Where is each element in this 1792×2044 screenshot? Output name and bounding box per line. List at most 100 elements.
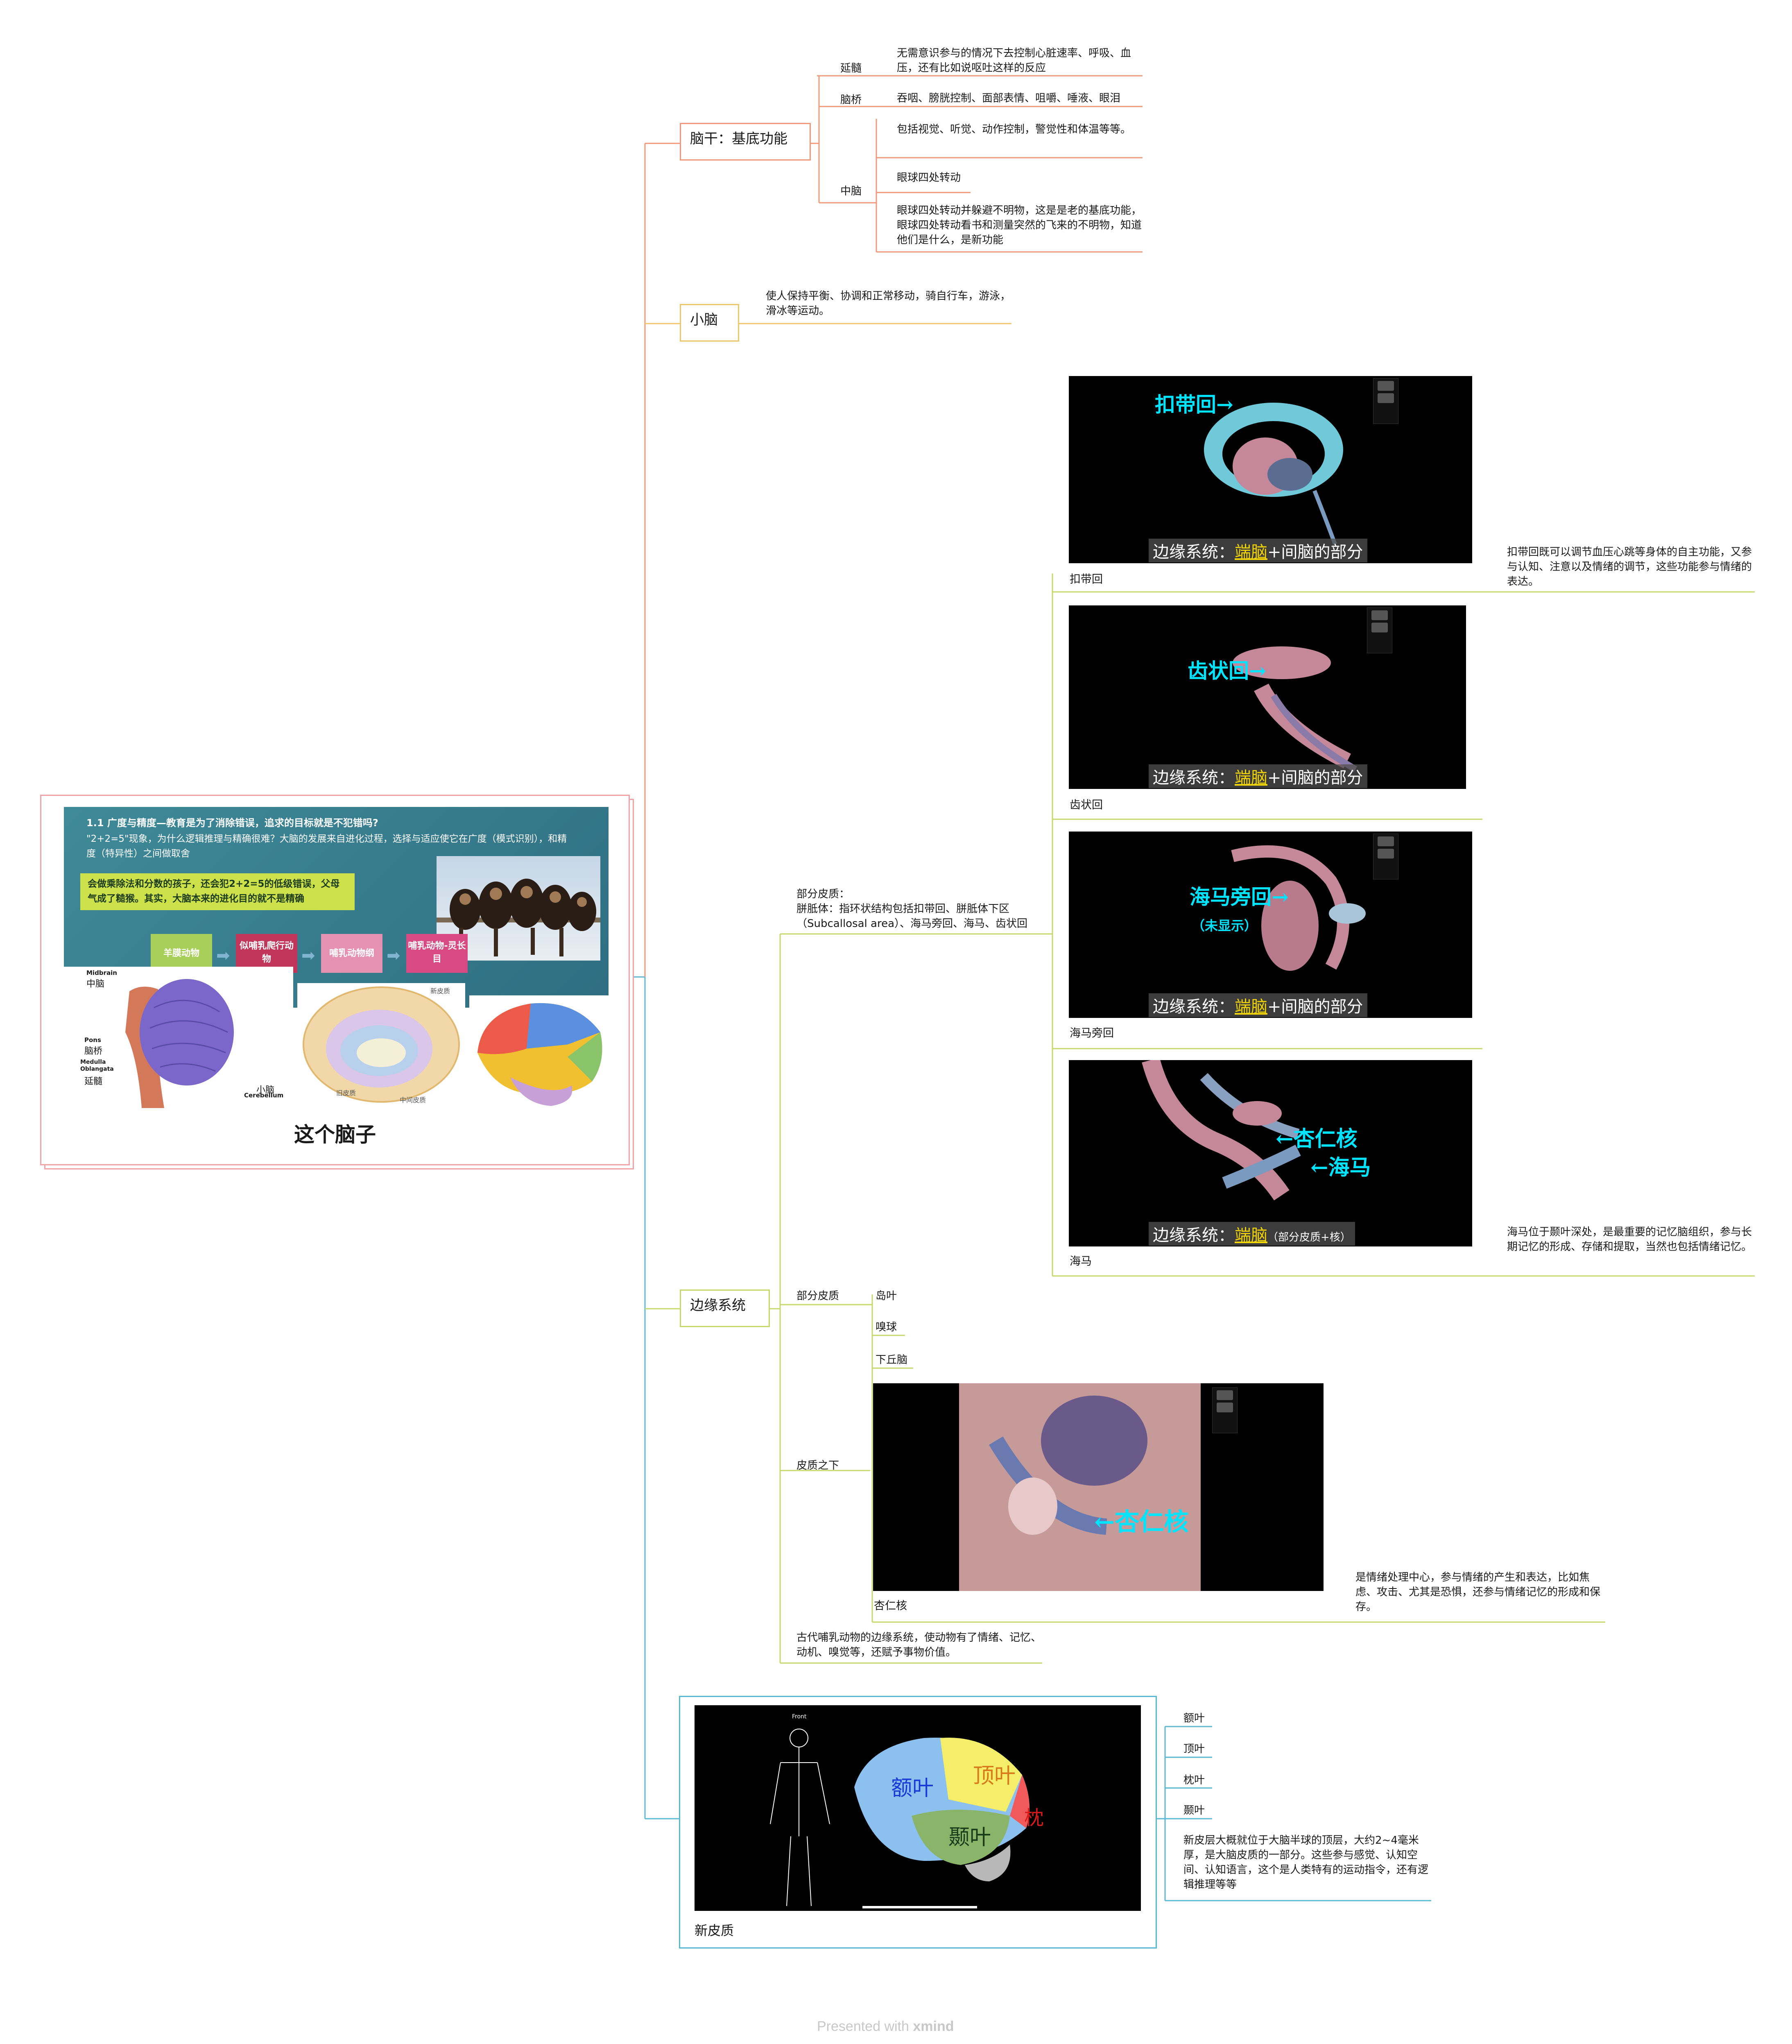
slide-callout-text: 会做乘除法和分数的孩子，还会犯2+2=5的低级错误，父母气成了糙猴。其实，大脑本…	[88, 879, 340, 904]
monkeys-photo	[437, 856, 600, 961]
footer-presented: Presented with xmind	[817, 2019, 954, 2035]
hippocampus-note: 海马位于颞叶深处，是最重要的记忆脑组织，参与长期记忆的形成、存储和提取，当然也包…	[1507, 1226, 1752, 1253]
cingulate-caption: 扣带回	[1070, 573, 1103, 586]
chain-arrow-2: ➡	[301, 946, 315, 965]
parahippocampal-caption: 海马旁回	[1070, 1027, 1114, 1040]
chain-step-3-label: 哺乳动物纲	[329, 948, 374, 959]
parahippocampal-label: 海马旁回→	[1190, 885, 1289, 909]
neocortex-note: 新皮层大概就位于大脑半球的顶层，大约2~4毫米厚，是大脑皮质的一部分。这些参与感…	[1183, 1834, 1429, 1891]
branch-limbic-label: 边缘系统	[690, 1297, 746, 1314]
slide-image: 1.1 广度与精度—教育是为了消除错误，追求的目标就是不犯错吗? "2+2=5"…	[64, 807, 609, 1108]
central-title: 这个脑子	[294, 1123, 376, 1147]
brainstem-midbrain-note-2: 眼球四处转动	[897, 172, 961, 184]
chain-step-4-label: 哺乳动物-灵长目	[408, 941, 466, 964]
occipital-lobe-label: 枕	[1024, 1806, 1044, 1829]
parietal-lobe-label: 顶叶	[973, 1764, 1016, 1788]
amygdala-note: 是情绪处理中心，参与情绪的产生和表达，比如焦虑、攻击、尤其是恐惧，还参与情绪记忆…	[1355, 1571, 1601, 1613]
hippocampus-caption: 海马	[1070, 1255, 1092, 1268]
parahippocampal-panel	[1373, 834, 1398, 879]
limbic-partial-cortex-label[interactable]: 部分皮质	[796, 1290, 839, 1302]
limbic-subcortical-label[interactable]: 皮质之下	[796, 1459, 839, 1472]
brainstem-midbrain[interactable]: 中脑	[840, 185, 862, 197]
amygdala-image[interactable]: ←杏仁核	[873, 1383, 1324, 1591]
branch-cerebellum-label: 小脑	[690, 312, 718, 328]
dentate-caption: 齿状回	[1070, 799, 1103, 811]
brainstem-illustration: Midbrain 中脑 Pons 脑桥 Medulla Oblangata 延髓…	[64, 967, 293, 1108]
dentate-panel	[1367, 607, 1392, 653]
cerebellum-note: 使人保持平衡、协调和正常移动，骑自行车，游泳，滑冰等运动。	[766, 290, 1011, 317]
hippocampus-band: 边缘系统：端脑（部分皮质+核）	[1149, 1222, 1355, 1246]
amygdala-caption: 杏仁核	[874, 1600, 907, 1612]
brainstem-medulla[interactable]: 延髓	[840, 62, 862, 75]
neocortex-child-parietal[interactable]: 顶叶	[1183, 1743, 1205, 1755]
dentate-label: 齿状回→	[1188, 659, 1266, 683]
brainstem-midbrain-note-3: 眼球四处转动并躲避不明物，这是是老的基底功能，眼球四处转动看书和测量突然的飞来的…	[897, 204, 1142, 246]
limbic-hypothalamus[interactable]: 下丘脑	[876, 1354, 908, 1366]
chain-step-2: 似哺乳爬行动物	[236, 934, 297, 973]
cerebellum-label-zh: 小脑	[256, 1085, 275, 1095]
chain-step-4: 哺乳动物-灵长目	[406, 934, 468, 973]
branch-brainstem[interactable]: 脑干：基底功能	[680, 123, 811, 161]
amygdala-label: ←杏仁核	[1094, 1508, 1189, 1536]
cingulate-band: 边缘系统：端脑+间脑的部分	[1149, 539, 1367, 562]
chain-step-1-label: 羊膜动物	[163, 948, 199, 959]
neocortex-image: Front 额叶 顶叶 颞叶 枕	[695, 1705, 1141, 1911]
neocortex-child-frontal[interactable]: 额叶	[1183, 1712, 1205, 1724]
limbic-label-top: 新皮质	[430, 987, 450, 995]
pons-label-zh: 脑桥	[84, 1046, 103, 1056]
parahippocampal-band: 边缘系统：端脑+间脑的部分	[1149, 993, 1367, 1017]
cingulate-note: 扣带回既可以调节血压心跳等身体的自主功能，又参与认知、注意以及情绪的调节，这些功…	[1507, 546, 1752, 588]
amygdala-panel	[1212, 1387, 1238, 1433]
lobes-brain-image	[469, 995, 609, 1108]
limbic-label-bottom: 中间皮质	[400, 1096, 426, 1104]
medulla-label-en: Medulla Oblangata	[80, 1059, 114, 1072]
limbic-footer-note: 古代哺乳动物的边缘系统，使动物有了情绪、记忆、动机、嗅觉等，还赋予事物价值。	[796, 1632, 1042, 1659]
dentate-image[interactable]: 齿状回→ 边缘系统：端脑+间脑的部分	[1069, 605, 1466, 789]
branch-cerebellum[interactable]: 小脑	[680, 304, 739, 342]
slide-callout: 会做乘除法和分数的孩子，还会犯2+2=5的低级错误，父母气成了糙猴。其实，大脑本…	[80, 873, 355, 910]
brainstem-midbrain-note-1: 包括视觉、听觉、动作控制，警觉性和体温等等。	[897, 123, 1131, 136]
midbrain-label-en: Midbrain	[86, 969, 117, 977]
central-topic[interactable]: 1.1 广度与精度—教育是为了消除错误，追求的目标就是不犯错吗? "2+2=5"…	[40, 795, 634, 1169]
footer-prefix: Presented with	[817, 2019, 909, 2034]
cerebellum-label-en: Cerebellum	[244, 1092, 284, 1099]
pons-label-en: Pons	[84, 1036, 101, 1044]
limbic-partial-cortex-desc: 部分皮质： 胼胝体：指环状结构包括扣带回、胼胝体下区（Subcallosal a…	[796, 888, 1028, 930]
cingulate-label: 扣带回→	[1155, 392, 1233, 417]
branch-neocortex[interactable]: Front 额叶 顶叶 颞叶 枕 新皮质	[679, 1696, 1157, 1949]
dentate-band: 边缘系统：端脑+间脑的部分	[1149, 764, 1367, 788]
branch-brainstem-label: 脑干：基底功能	[690, 131, 787, 147]
limbic-label-left: 旧皮质	[336, 1089, 356, 1097]
cingulate-panel	[1373, 378, 1398, 424]
parahippocampal-image[interactable]: 海马旁回→ （未显示） 边缘系统：端脑+间脑的部分	[1069, 832, 1472, 1018]
hippocampus-amygdala-label: ←杏仁核	[1276, 1126, 1358, 1151]
neocortex-child-temporal[interactable]: 颞叶	[1183, 1804, 1205, 1817]
chain-step-3: 哺乳动物纲	[321, 934, 382, 973]
evolution-chain: 羊膜动物 ➡ 似哺乳爬行动物 ➡ 哺乳动物纲 ➡ 哺乳动物-灵长目	[64, 930, 609, 987]
chain-arrow-1: ➡	[216, 946, 230, 965]
neocortex-child-occipital[interactable]: 枕叶	[1183, 1774, 1205, 1786]
limbic-olfactory[interactable]: 嗅球	[876, 1321, 897, 1333]
chain-arrow-3: ➡	[387, 946, 400, 965]
branch-limbic[interactable]: 边缘系统	[680, 1289, 770, 1327]
limbic-diagram: 新皮质 旧皮质 中间皮质	[297, 983, 465, 1108]
temporal-lobe-label: 颞叶	[948, 1825, 991, 1850]
medulla-label-zh: 延髓	[84, 1076, 103, 1087]
brainstem-medulla-note: 无需意识参与的情况下去控制心脏速率、呼吸、血压，还有比如说呕吐这样的反应	[897, 47, 1131, 74]
chain-step-2-label: 似哺乳爬行动物	[239, 941, 294, 964]
xmind-logo: xmind	[913, 2019, 954, 2034]
limbic-insula[interactable]: 岛叶	[876, 1290, 897, 1302]
slide-text: "2+2=5"现象，为什么逻辑推理与精确很难？大脑的发展来自进化过程，选择与适应…	[86, 834, 567, 859]
frontal-lobe-label: 额叶	[891, 1776, 934, 1801]
parahippocampal-sublabel: （未显示）	[1192, 918, 1258, 934]
brainstem-pons[interactable]: 脑桥	[840, 94, 862, 106]
neocortex-caption: 新皮质	[695, 1923, 734, 1938]
hippocampus-label: ←海马	[1310, 1155, 1371, 1180]
chain-step-1: 羊膜动物	[151, 934, 212, 973]
slide-heading: 1.1 广度与精度—教育是为了消除错误，追求的目标就是不犯错吗?	[86, 817, 378, 829]
hippocampus-image[interactable]: ←杏仁核 ←海马 边缘系统：端脑（部分皮质+核）	[1069, 1060, 1472, 1246]
neocortex-front-label: Front	[792, 1713, 807, 1720]
cingulate-image[interactable]: 扣带回→ 边缘系统：端脑+间脑的部分	[1069, 376, 1472, 563]
brainstem-pons-note: 吞咽、膀胱控制、面部表情、咀嚼、唾液、眼泪	[897, 92, 1121, 104]
